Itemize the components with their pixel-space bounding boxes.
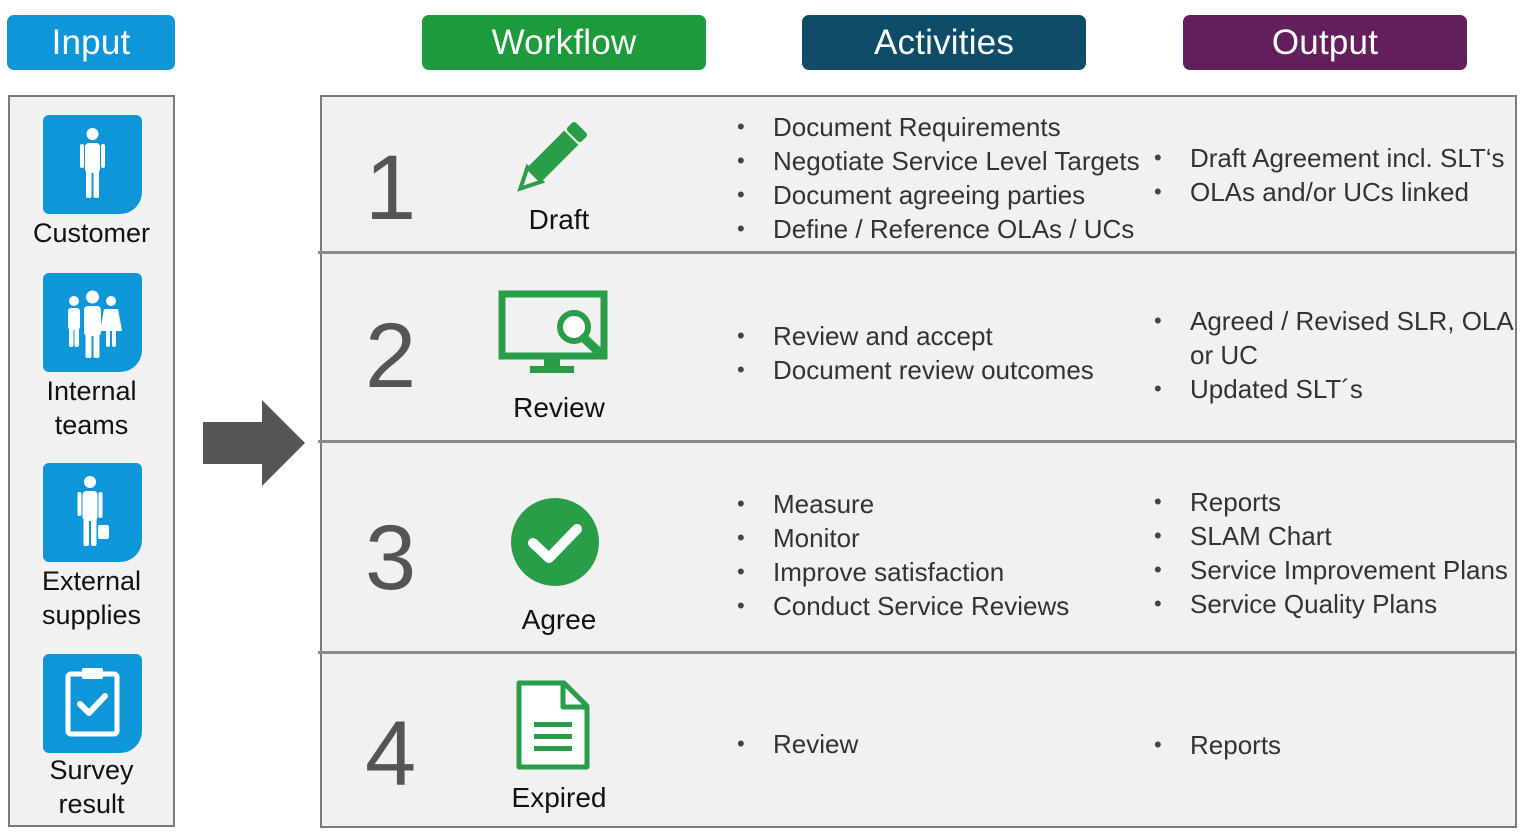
- output-item: Updated SLT´s: [1154, 372, 1514, 406]
- input-label: result: [58, 789, 125, 819]
- clipboard-check-icon: [43, 654, 142, 753]
- activity-item: Document review outcomes: [737, 353, 1094, 387]
- activity-item: Monitor: [737, 521, 1069, 555]
- activity-item: Define / Reference OLAs / UCs: [737, 212, 1140, 246]
- flow-arrow-icon: [203, 400, 305, 486]
- activities-list: Document Requirements Negotiate Service …: [737, 110, 1140, 246]
- activity-item: Negotiate Service Level Targets: [737, 144, 1140, 178]
- stage-label: Review: [513, 392, 605, 423]
- activity-item: Document agreeing parties: [737, 178, 1140, 212]
- input-label: External: [41, 566, 142, 596]
- input-label: Internal: [46, 376, 137, 406]
- stage-label: Expired: [511, 782, 607, 813]
- row-divider: [318, 651, 1517, 654]
- checkmark-icon: [511, 498, 599, 586]
- person-icon: [43, 115, 142, 214]
- activities-list: Review and accept Document review outcom…: [737, 319, 1094, 387]
- input-label: teams: [54, 410, 129, 440]
- input-header: Input: [7, 15, 175, 70]
- activity-item: Document Requirements: [737, 110, 1140, 144]
- step-number: 4: [365, 703, 417, 805]
- output-item: Agreed / Revised SLR, OLA or UC: [1154, 304, 1514, 372]
- activities-list: Measure Monitor Improve satisfaction Con…: [737, 487, 1069, 623]
- stage-label: Draft: [528, 204, 590, 235]
- input-label: supplies: [41, 600, 142, 630]
- activity-item: Review and accept: [737, 319, 1094, 353]
- output-item: SLAM Chart: [1154, 519, 1508, 553]
- output-item-line: or UC: [1190, 340, 1258, 370]
- outputs-list: Reports: [1154, 728, 1281, 762]
- input-label: Customer: [32, 218, 151, 248]
- input-panel: Customer: [8, 95, 175, 827]
- output-item: Reports: [1154, 485, 1508, 519]
- output-item: Service Improvement Plans: [1154, 553, 1508, 587]
- output-item: OLAs and/or UCs linked: [1154, 175, 1505, 209]
- input-label: Survey: [49, 755, 134, 785]
- output-header: Output: [1183, 15, 1467, 70]
- activity-item: Conduct Service Reviews: [737, 589, 1069, 623]
- output-item: Draft Agreement incl. SLT‘s: [1154, 141, 1505, 175]
- outputs-list: Draft Agreement incl. SLT‘s OLAs and/or …: [1154, 141, 1505, 209]
- output-item-line: Agreed / Revised SLR, OLA: [1190, 306, 1514, 336]
- step-number: 1: [365, 137, 417, 239]
- workflow-header: Workflow: [422, 15, 706, 70]
- team-icon: [43, 273, 142, 372]
- document-icon: [516, 680, 590, 770]
- stage-label: Agree: [521, 604, 597, 635]
- activity-item: Improve satisfaction: [737, 555, 1069, 589]
- row-divider: [318, 251, 1517, 254]
- step-number: 2: [365, 305, 417, 407]
- activities-list: Review: [737, 727, 858, 761]
- row-divider: [318, 440, 1517, 443]
- supplier-icon: [43, 463, 142, 562]
- outputs-list: Reports SLAM Chart Service Improvement P…: [1154, 485, 1508, 621]
- pencil-icon: [517, 122, 587, 192]
- step-number: 3: [365, 507, 417, 609]
- activities-header: Activities: [802, 15, 1086, 70]
- outputs-list: Agreed / Revised SLR, OLA or UC Updated …: [1154, 304, 1514, 406]
- output-item: Service Quality Plans: [1154, 587, 1508, 621]
- output-item: Reports: [1154, 728, 1281, 762]
- activity-item: Review: [737, 727, 858, 761]
- activity-item: Measure: [737, 487, 1069, 521]
- monitor-search-icon: [498, 290, 608, 373]
